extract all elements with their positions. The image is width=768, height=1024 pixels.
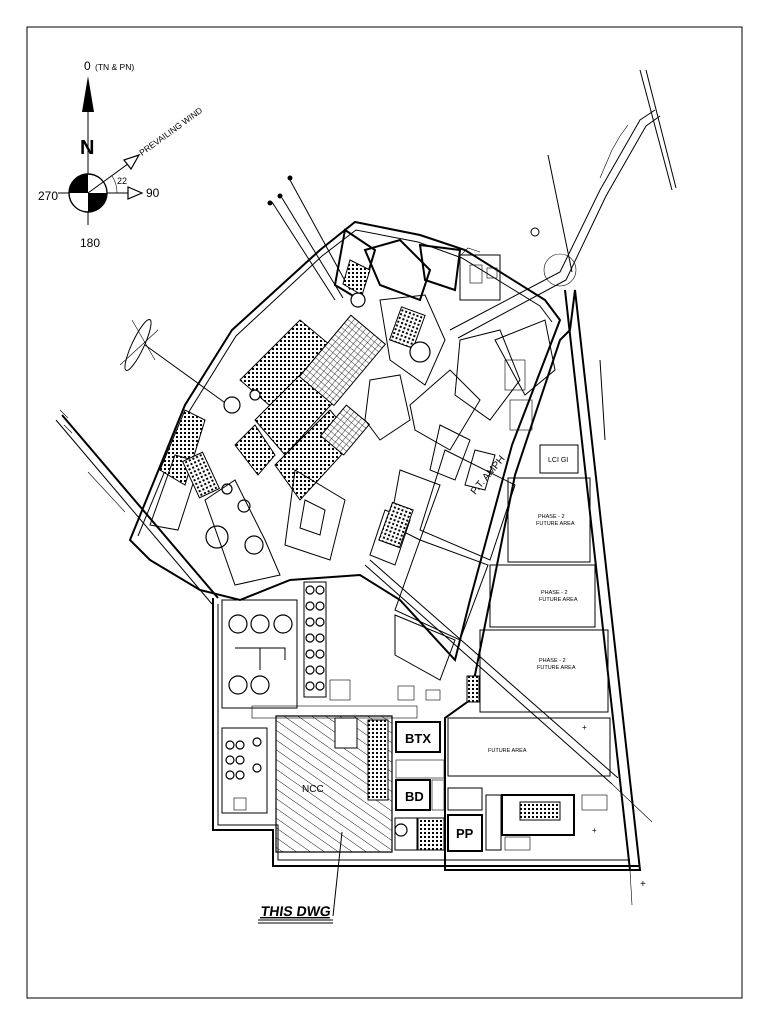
north-compass: 0 (TN & PN) N 90 270 180 22 PREVAILING W… [38, 59, 204, 250]
phase-2-area-c-line-2: FUTURE AREA [537, 665, 576, 671]
markers: + + + [59, 409, 646, 890]
lci-gi-label: LCI GI [548, 457, 568, 464]
north-arrow-icon [82, 76, 94, 112]
existing-complex: P.T. AMPH [128, 220, 562, 681]
future-area-label: FUTURE AREA [488, 748, 527, 754]
pp-unit [447, 814, 483, 852]
this-drawing-callout: THIS DWG [258, 831, 343, 924]
btx-unit [395, 721, 441, 753]
wind-arrow-icon [123, 153, 141, 171]
south-degree-label: 180 [80, 236, 100, 250]
this-dwg-label: THIS DWG [260, 903, 332, 919]
north-degree-label: 0 [84, 59, 91, 73]
wind-angle-label: 22 [117, 176, 127, 186]
ncc-plot: NCC [275, 715, 393, 853]
north-reference-label: (TN & PN) [95, 62, 134, 72]
access-roads [55, 69, 677, 906]
pp-label: PP [456, 826, 474, 841]
sheet-border [26, 26, 743, 999]
btx-bd-pp-block: BTX BD PP [394, 675, 575, 852]
phase-2-area-a-line-1: PHASE - 2 [538, 514, 565, 520]
east-degree-label: 90 [146, 186, 160, 200]
phase-2-area-c-line-1: PHASE - 2 [539, 658, 566, 664]
ncc-label: NCC [302, 784, 324, 795]
prevailing-wind-label: PREVAILING WIND [137, 105, 204, 157]
bd-unit [395, 779, 431, 811]
svg-text:+: + [640, 879, 646, 890]
west-degree-label: 270 [38, 189, 58, 203]
svg-text:+: + [592, 826, 597, 835]
phase-2-area-b-line-2: FUTURE AREA [539, 597, 578, 603]
pt-amph-label: P.T. AMPH [469, 454, 508, 497]
bd-label: BD [405, 789, 424, 804]
north-letter: N [80, 137, 94, 159]
phase-2-area: LCI GI PHASE - 2 FUTURE AREA PHASE - 2 F… [444, 289, 642, 871]
phase-2-area-a-line-2: FUTURE AREA [536, 521, 575, 527]
btx-label: BTX [405, 731, 431, 746]
svg-text:+: + [582, 723, 587, 732]
phase-2-area-b-line-1: PHASE - 2 [541, 590, 568, 596]
